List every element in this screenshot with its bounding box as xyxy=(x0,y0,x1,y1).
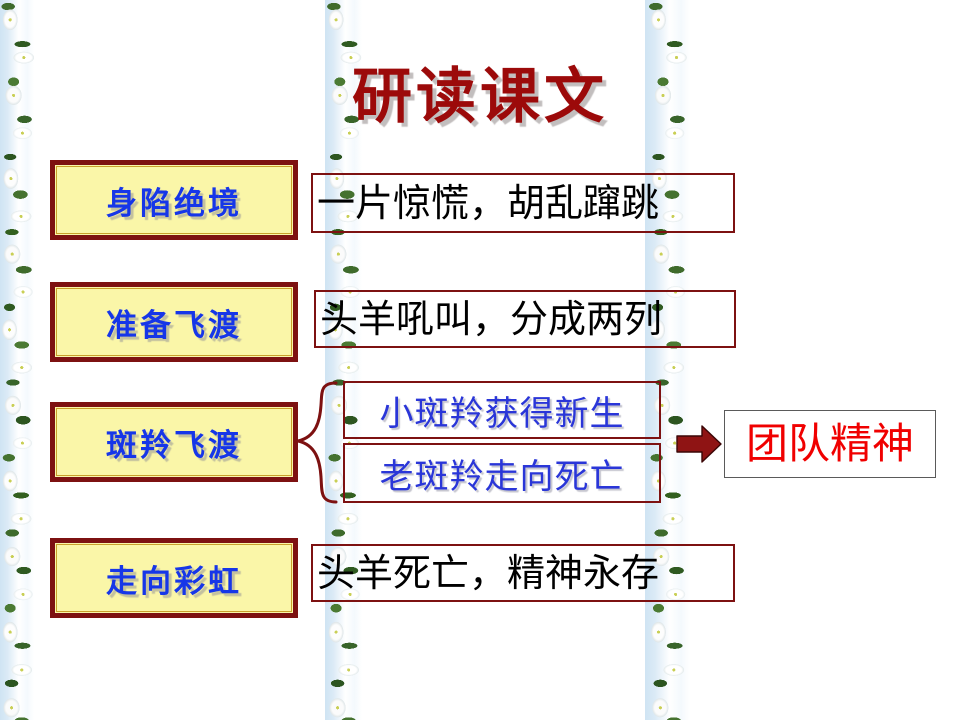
conclusion-box[interactable]: 团队精神 xyxy=(724,410,936,478)
slide-title: 研读课文 xyxy=(352,62,608,132)
sub-item-text-2: 老斑羚走向死亡 xyxy=(379,456,625,497)
stage-label-2: 准备飞渡 xyxy=(106,307,242,344)
sub-item-text-1: 小斑羚获得新生 xyxy=(379,393,625,434)
right-block-arrow-icon xyxy=(676,425,722,463)
sub-item-box-1[interactable]: 小斑羚获得新生 xyxy=(343,381,661,439)
description-box-1[interactable]: 一片惊慌，胡乱蹿跳 xyxy=(311,173,735,233)
description-box-2[interactable]: 头羊吼叫，分成两列 xyxy=(314,290,736,348)
description-box-4[interactable]: 头羊死亡，精神永存 xyxy=(311,544,735,602)
description-text-1: 一片惊慌，胡乱蹿跳 xyxy=(317,181,660,225)
stage-box-2[interactable]: 准备飞渡 xyxy=(50,282,298,362)
sub-item-box-2[interactable]: 老斑羚走向死亡 xyxy=(343,443,661,503)
stage-box-3[interactable]: 斑羚飞渡 xyxy=(50,402,298,482)
stage-label-3: 斑羚飞渡 xyxy=(106,427,242,464)
description-text-2: 头羊吼叫，分成两列 xyxy=(320,297,663,341)
stage-label-1: 身陷绝境 xyxy=(106,185,242,222)
stage-box-4[interactable]: 走向彩虹 xyxy=(50,538,298,618)
stage-box-1[interactable]: 身陷绝境 xyxy=(50,160,298,240)
stage-label-4: 走向彩虹 xyxy=(106,563,242,600)
conclusion-text: 团队精神 xyxy=(745,419,914,468)
description-text-4: 头羊死亡，精神永存 xyxy=(317,551,660,595)
left-curly-brace-icon xyxy=(296,381,338,504)
